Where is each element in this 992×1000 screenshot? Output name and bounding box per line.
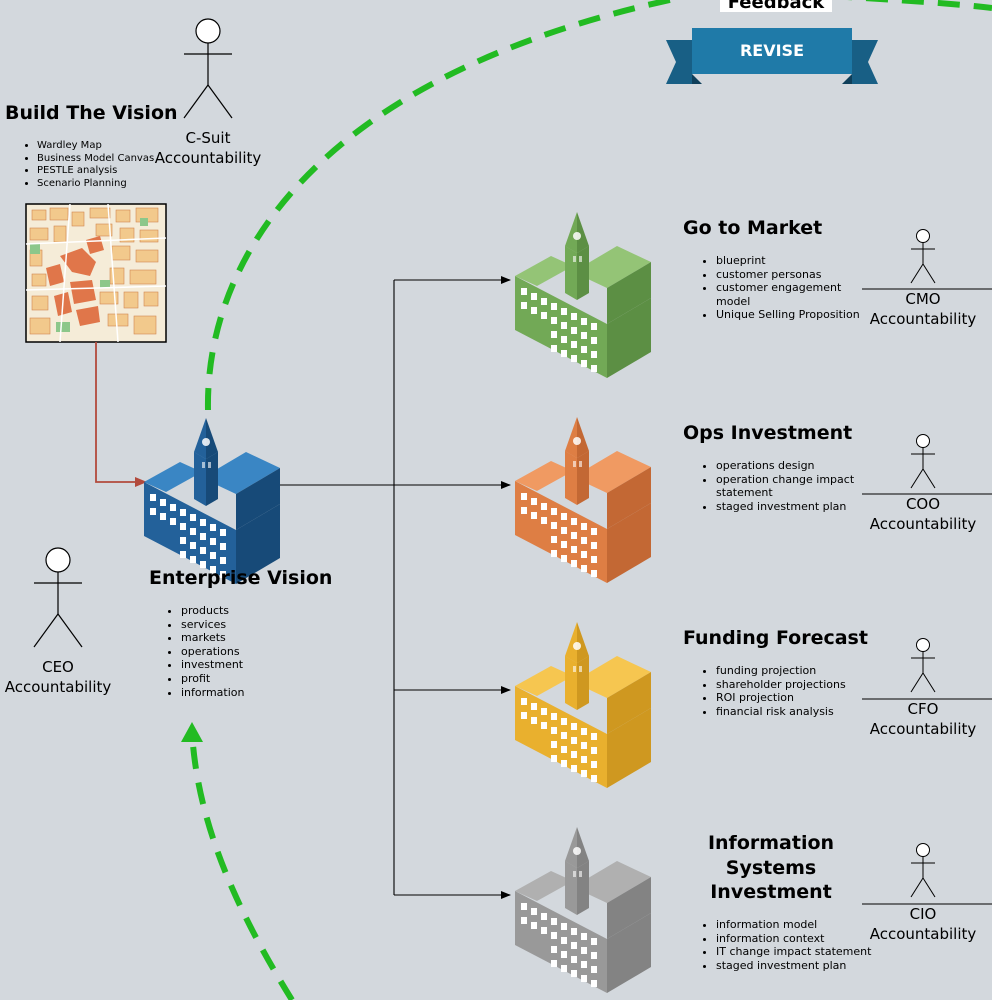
list-item: Unique Selling Proposition xyxy=(716,308,871,322)
feedback-arrowhead xyxy=(181,722,203,742)
list-item: Scenario Planning xyxy=(37,178,154,191)
build-vision-title: Build The Vision xyxy=(5,102,178,124)
market-building-icon xyxy=(515,212,651,378)
cmo-actor-icon xyxy=(910,229,936,284)
ops-investment-title: Ops Investment xyxy=(683,422,853,444)
role-divider-lines xyxy=(862,288,992,905)
list-item: profit xyxy=(181,672,245,686)
feedback-arc-top xyxy=(847,0,992,11)
ceo-actor-icon xyxy=(33,547,83,648)
cmo-label: CMO Accountability xyxy=(869,290,977,328)
info-systems-list: information model information context IT… xyxy=(698,918,886,972)
list-item: information context xyxy=(716,932,886,946)
list-item: Wardley Map xyxy=(37,140,154,153)
ops-investment-list: operations design operation change impac… xyxy=(698,459,871,513)
feedback-label: Feedback xyxy=(728,0,826,13)
revise-label[interactable]: REVISE xyxy=(740,41,804,60)
list-item: operations xyxy=(181,645,245,659)
list-item: blueprint xyxy=(716,254,871,268)
funding-forecast-list: funding projection shareholder projectio… xyxy=(698,664,876,718)
enterprise-connectors xyxy=(280,276,511,899)
cio-actor-icon xyxy=(910,843,936,898)
list-item: customer engagement model xyxy=(716,281,871,308)
list-item: customer personas xyxy=(716,268,871,282)
ceo-label: CEO Accountability xyxy=(4,658,112,696)
map-to-enterprise-connector xyxy=(95,342,147,487)
csuite-actor-icon xyxy=(183,18,233,119)
list-item: markets xyxy=(181,631,245,645)
ops-building-icon xyxy=(515,417,651,583)
enterprise-vision-title: Enterprise Vision xyxy=(149,567,333,589)
cfo-actor-icon xyxy=(910,638,936,693)
list-item: financial risk analysis xyxy=(716,705,876,719)
list-item: operation change impact statement xyxy=(716,473,871,500)
list-item: information model xyxy=(716,918,886,932)
list-item: investment xyxy=(181,658,245,672)
coo-actor-icon xyxy=(910,434,936,489)
revise-banner[interactable]: REVISE xyxy=(666,28,878,84)
list-item: products xyxy=(181,604,245,618)
build-vision-list: Wardley Map Business Model Canvas PESTLE… xyxy=(19,140,154,190)
list-item: information xyxy=(181,686,245,700)
csuite-label: C-Suit Accountability xyxy=(154,129,262,167)
list-item: funding projection xyxy=(716,664,876,678)
info-systems-title: Information Systems Investment xyxy=(707,832,835,903)
city-map-image xyxy=(25,203,167,343)
list-item: IT change impact statement xyxy=(716,945,886,959)
funding-building-icon xyxy=(515,622,651,788)
list-item: ROI projection xyxy=(716,691,876,705)
list-item: staged investment plan xyxy=(716,959,886,973)
list-item: services xyxy=(181,618,245,632)
list-item: shareholder projections xyxy=(716,678,876,692)
list-item: staged investment plan xyxy=(716,500,871,514)
list-item: PESTLE analysis xyxy=(37,165,154,178)
cio-label: CIO Accountability xyxy=(869,905,977,943)
feedback-label-bg xyxy=(720,0,832,12)
go-to-market-list: blueprint customer personas customer eng… xyxy=(698,254,871,322)
list-item: Business Model Canvas xyxy=(37,153,154,166)
funding-forecast-title: Funding Forecast xyxy=(683,627,868,649)
cfo-label: CFO Accountability xyxy=(869,700,977,738)
go-to-market-title: Go to Market xyxy=(683,217,823,239)
feedback-return-arrow xyxy=(190,744,295,1000)
enterprise-vision-list: products services markets operations inv… xyxy=(163,604,245,699)
coo-label: COO Accountability xyxy=(869,495,977,533)
enterprise-building-icon xyxy=(144,418,280,584)
list-item: operations design xyxy=(716,459,871,473)
info-building-icon xyxy=(515,827,651,993)
